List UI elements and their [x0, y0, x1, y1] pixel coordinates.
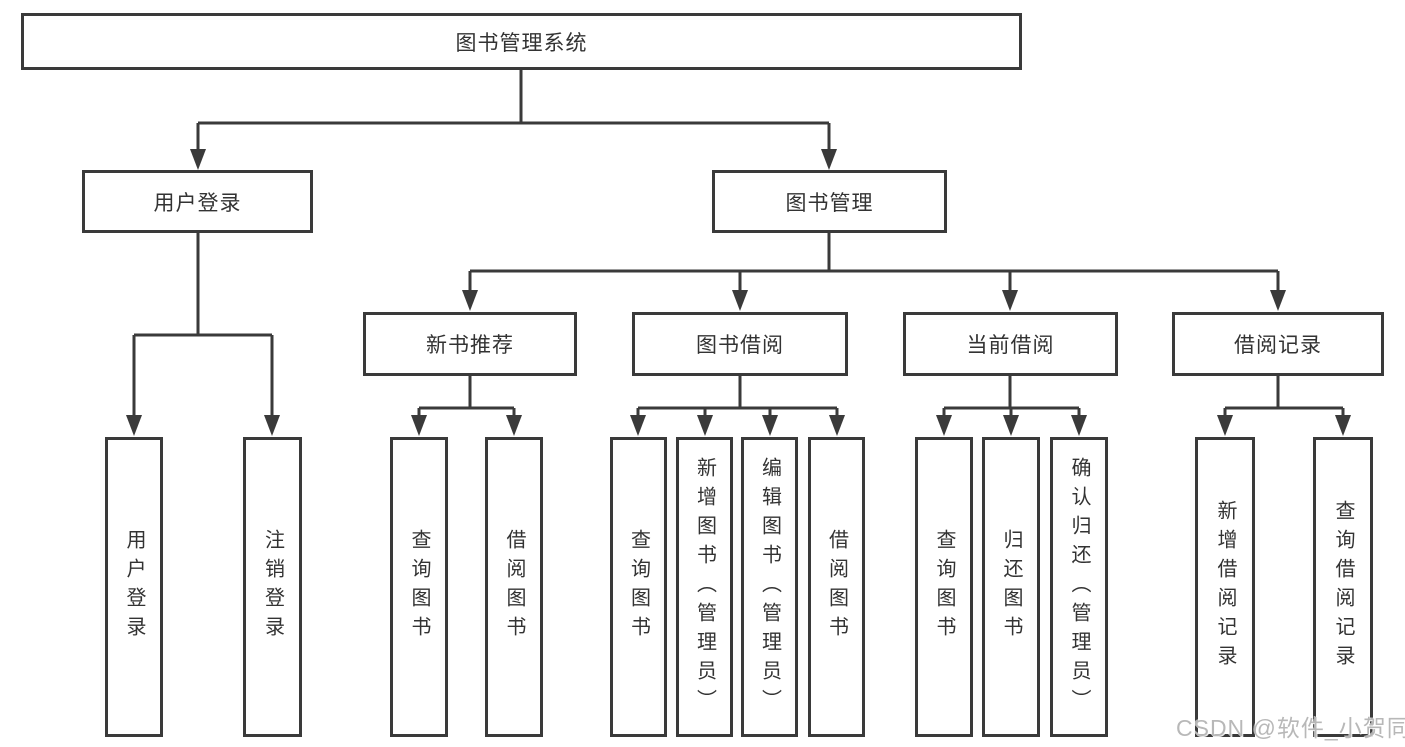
- leaf-current-confirm-return-admin: 确认归还（管理员）: [1050, 437, 1108, 737]
- node-label: 查询图书: [933, 529, 955, 645]
- leaf-borrow-borrow-books: 借阅图书: [808, 437, 865, 737]
- node-label: 新书推荐: [426, 334, 514, 357]
- node-book-borrowing: 图书借阅: [632, 312, 848, 376]
- arrowheads: [126, 149, 1351, 436]
- leaf-borrow-edit-books-admin: 编辑图书（管理员）: [741, 437, 798, 737]
- node-label: 用户登录: [153, 191, 242, 215]
- node-new-book-recommend: 新书推荐: [363, 312, 577, 376]
- node-label: 新增借阅记录: [1214, 500, 1236, 674]
- node-label: 编辑图书（管理员）: [758, 456, 781, 718]
- node-label: 当前借阅: [966, 334, 1055, 357]
- node-label: 查询图书: [408, 529, 430, 645]
- node-label: 借阅记录: [1234, 334, 1322, 357]
- node-label: 新增图书（管理员）: [693, 456, 716, 718]
- leaf-user-login: 用户登录: [105, 437, 163, 737]
- leaf-newbook-borrow-books: 借阅图书: [485, 437, 543, 737]
- leaf-records-add-record: 新增借阅记录: [1195, 437, 1255, 737]
- node-label: 查询借阅记录: [1332, 500, 1354, 674]
- node-label: 图书借阅: [696, 334, 784, 357]
- leaf-current-return-books: 归还图书: [982, 437, 1040, 737]
- leaf-logout: 注销登录: [243, 437, 302, 737]
- node-label: 借阅图书: [503, 529, 525, 645]
- node-label: 归还图书: [1000, 529, 1022, 645]
- node-borrowing-records: 借阅记录: [1172, 312, 1384, 376]
- leaf-records-query-record: 查询借阅记录: [1313, 437, 1373, 737]
- node-current-borrowing: 当前借阅: [903, 312, 1118, 376]
- node-book-management: 图书管理: [712, 170, 947, 233]
- leaf-borrow-add-books-admin: 新增图书（管理员）: [676, 437, 733, 737]
- node-label: 查询图书: [627, 529, 650, 645]
- csdn-watermark: CSDN @软件_小贺同学: [1176, 715, 1405, 741]
- leaf-current-query-books: 查询图书: [915, 437, 973, 737]
- leaf-newbook-query-books: 查询图书: [390, 437, 448, 737]
- node-label: 用户登录: [123, 529, 145, 645]
- node-label: 借阅图书: [825, 529, 848, 645]
- node-label: 确认归还（管理员）: [1068, 456, 1090, 718]
- node-label: 注销登录: [261, 529, 284, 645]
- node-root: 图书管理系统: [21, 13, 1022, 70]
- node-label: 图书管理: [785, 191, 874, 215]
- node-label: 图书管理系统: [455, 31, 588, 55]
- leaf-borrow-query-books: 查询图书: [610, 437, 667, 737]
- node-user-login: 用户登录: [82, 170, 313, 233]
